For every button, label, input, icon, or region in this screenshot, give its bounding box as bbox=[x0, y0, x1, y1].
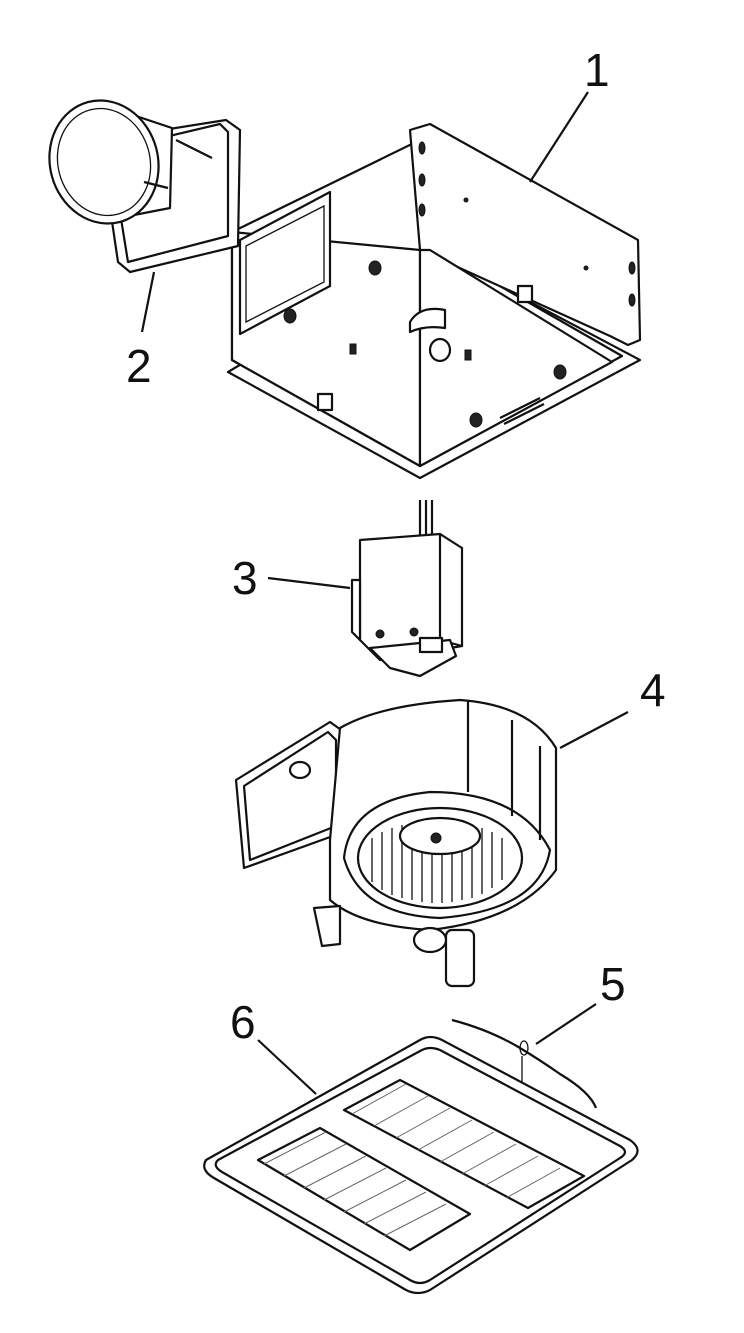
grille-part bbox=[203, 1035, 639, 1295]
duct-connector-part bbox=[48, 99, 242, 274]
leader-line-5 bbox=[535, 1003, 597, 1045]
motor-plate-part bbox=[350, 500, 464, 678]
callout-4: 4 bbox=[640, 664, 666, 716]
housing-part bbox=[226, 122, 642, 480]
leader-line-3 bbox=[267, 576, 351, 590]
callout-5: 5 bbox=[600, 958, 626, 1010]
leader-line-6 bbox=[257, 1039, 317, 1095]
grille-springs-part bbox=[451, 1018, 598, 1109]
leader-line-4 bbox=[559, 711, 629, 749]
callout-2: 2 bbox=[126, 340, 152, 392]
callout-1: 1 bbox=[584, 44, 610, 96]
callout-3: 3 bbox=[232, 552, 258, 604]
grille-slats bbox=[263, 1083, 561, 1237]
callout-6: 6 bbox=[230, 996, 256, 1048]
leader-line-1 bbox=[529, 91, 589, 183]
blower-assembly-part bbox=[234, 698, 558, 988]
leader-line-2 bbox=[140, 271, 156, 333]
